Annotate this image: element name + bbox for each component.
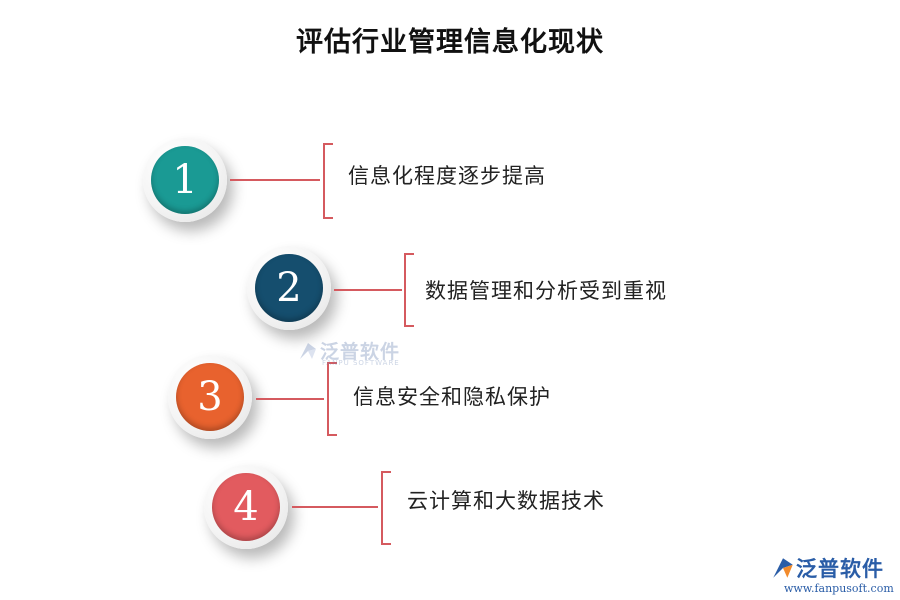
- step-2-bracket: [404, 253, 414, 327]
- step-4-number: 4: [233, 484, 259, 530]
- page-title: 评估行业管理信息化现状: [296, 27, 604, 58]
- step-2-badge: 2: [247, 246, 331, 330]
- step-4-badge: 4: [204, 465, 288, 549]
- step-3-label: 信息安全和隐私保护: [353, 385, 551, 409]
- brand-url: www.fanpusoft.com: [784, 582, 894, 595]
- step-1-connector: [230, 179, 320, 181]
- step-1-label: 信息化程度逐步提高: [348, 164, 546, 188]
- step-4-bracket: [381, 471, 391, 545]
- step-3-bracket: [327, 362, 337, 436]
- fanpu-logo-icon: [300, 342, 316, 359]
- fanpu-logo-icon: [773, 558, 793, 578]
- step-2-connector: [334, 289, 402, 291]
- step-1-bracket: [323, 143, 333, 219]
- watermark-name: 泛普软件: [320, 341, 401, 363]
- watermark-subtitle: FANPU SOFTWARE: [322, 359, 400, 367]
- step-3-number: 3: [197, 374, 223, 420]
- step-1-number: 1: [172, 157, 198, 203]
- step-2-badge-inner: 2: [255, 254, 323, 322]
- step-3-connector: [256, 398, 324, 400]
- step-4-connector: [292, 506, 378, 508]
- step-1-badge-inner: 1: [151, 146, 219, 214]
- step-4-badge-inner: 4: [212, 473, 280, 541]
- step-4-label: 云计算和大数据技术: [407, 489, 605, 513]
- step-2-label: 数据管理和分析受到重视: [425, 279, 667, 303]
- step-1-badge: 1: [143, 138, 227, 222]
- brand-logo: 泛普软件: [770, 553, 884, 583]
- watermark: 泛普软件 FANPU SOFTWARE: [296, 337, 401, 367]
- brand-name: 泛普软件: [796, 557, 884, 581]
- step-2-number: 2: [276, 265, 302, 311]
- step-3-badge-inner: 3: [176, 363, 244, 431]
- step-3-badge: 3: [168, 355, 252, 439]
